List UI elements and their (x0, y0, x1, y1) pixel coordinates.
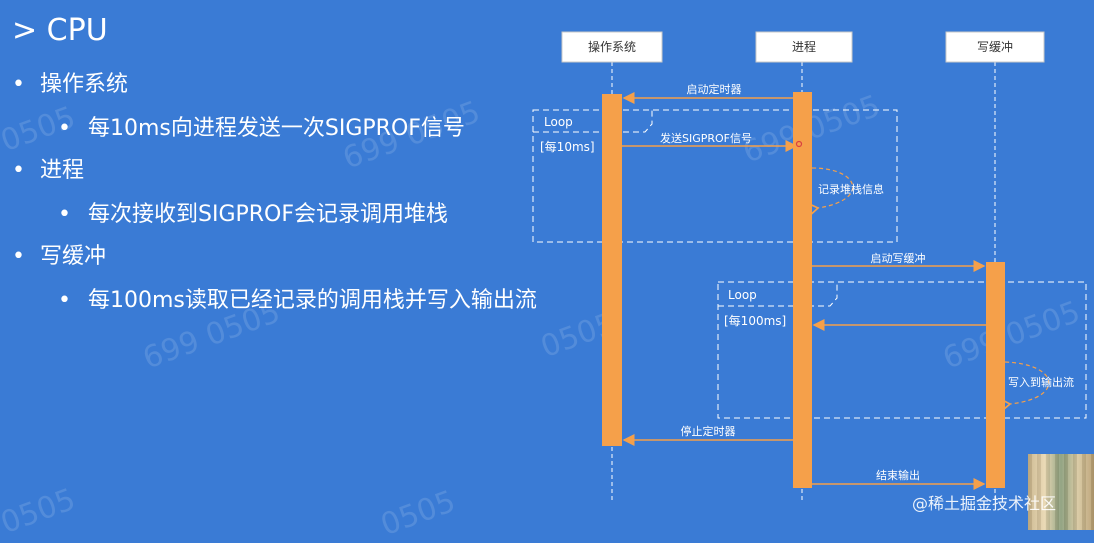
loop-frame-100ms: Loop [每100ms] (717, 281, 1087, 419)
svg-text:[每10ms]: [每10ms] (540, 139, 595, 154)
bullet-os: •操作系统 (12, 72, 129, 97)
sub-bullet-os: •每10ms向进程发送一次SIGPROF信号 (58, 116, 465, 141)
bullet-buffer: •写缓冲 (12, 244, 107, 269)
activation-process (793, 92, 812, 488)
svg-text:停止定时器: 停止定时器 (681, 424, 736, 438)
sequence-diagram: 操作系统 进程 写缓冲 Loop [每10ms] Loop [每100ms] (532, 31, 1087, 500)
svg-text:写入到输出流: 写入到输出流 (1008, 375, 1074, 389)
message-send-sigprof: 发送SIGPROF信号 (622, 131, 803, 152)
svg-text:操作系统: 操作系统 (588, 39, 636, 54)
participant-process: 进程 (755, 31, 853, 63)
svg-text:发送SIGPROF信号: 发送SIGPROF信号 (660, 131, 752, 145)
presenter-thumbnail (1028, 454, 1094, 530)
message-start-buffer: 启动写缓冲 (812, 251, 986, 272)
svg-text:结束输出: 结束输出 (876, 468, 920, 482)
sub-bullet-buffer: •每100ms读取已经记录的调用栈并写入输出流 (58, 288, 537, 313)
svg-text:记录堆栈信息: 记录堆栈信息 (818, 182, 884, 196)
slide: 0505 699 0505 699 0505 699 0505 0505 699… (0, 13, 1094, 543)
svg-text:Loop: Loop (544, 115, 573, 129)
message-end-output: 结束输出 (812, 468, 986, 490)
svg-text:启动定时器: 启动定时器 (687, 82, 742, 96)
participant-os: 操作系统 (561, 31, 663, 63)
svg-text:进程: 进程 (792, 39, 816, 54)
sub-bullet-process: •每次接收到SIGPROF会记录调用堆栈 (58, 202, 449, 227)
loop-frame-10ms: Loop [每10ms] (532, 109, 898, 243)
slide-title: > CPU (12, 13, 108, 48)
activation-os (602, 94, 622, 446)
bullet-process: •进程 (12, 158, 85, 183)
message-record-stack: 记录堆栈信息 (809, 167, 884, 215)
message-stop-timer: 停止定时器 (622, 424, 793, 446)
svg-text:Loop: Loop (728, 288, 757, 302)
svg-text:[每100ms]: [每100ms] (724, 313, 786, 328)
source-credit: @稀土掘金技术社区 (912, 494, 1057, 513)
activation-buffer (986, 262, 1005, 488)
svg-text:启动写缓冲: 启动写缓冲 (871, 251, 926, 265)
svg-text:写缓冲: 写缓冲 (977, 39, 1013, 54)
participant-buffer: 写缓冲 (945, 31, 1045, 63)
message-write-output: 写入到输出流 (1001, 361, 1074, 411)
message-start-timer: 启动定时器 (622, 82, 793, 104)
